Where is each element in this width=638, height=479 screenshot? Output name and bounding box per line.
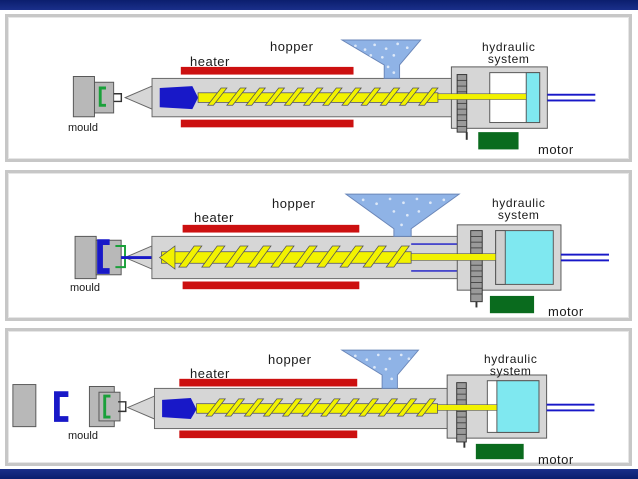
hydraulic-text: hydraulic	[482, 40, 536, 54]
heater-band-bottom	[179, 430, 358, 439]
hopper-label: hopper	[268, 352, 312, 367]
mould-label: mould	[68, 430, 98, 442]
system-text: system	[489, 364, 532, 378]
mould-moving-half	[12, 384, 37, 428]
hopper-pellets	[354, 42, 409, 74]
stage-3-diagram: heater hopper hydraulic system motor mou…	[5, 328, 632, 466]
motor-label: motor	[548, 304, 584, 319]
screw-flights	[178, 245, 410, 268]
motor-block	[489, 295, 535, 314]
heater-label: heater	[190, 366, 230, 381]
hopper-funnel	[340, 39, 422, 79]
nozzle	[126, 395, 155, 420]
system-text: system	[497, 208, 540, 222]
hydraulic-text: hydraulic	[492, 196, 546, 210]
hopper-funnel	[340, 349, 420, 389]
hydraulic-label: hydraulic system	[482, 41, 535, 65]
hopper-label: hopper	[272, 196, 316, 211]
injection-machine-illustration	[72, 39, 596, 150]
ram-rod	[410, 253, 496, 261]
mould-label: mould	[70, 282, 100, 294]
stage-1-diagram: heater hopper hydraulic system motor mou…	[5, 14, 632, 162]
hydraulic-label: hydraulic system	[484, 353, 537, 377]
mould	[88, 386, 127, 428]
hydraulic-piston	[496, 380, 540, 433]
molten-plastic	[162, 397, 197, 419]
slide-top-bar	[0, 0, 638, 10]
drive-gear	[470, 230, 483, 303]
mould	[74, 235, 126, 280]
hopper-funnel	[344, 193, 461, 237]
system-text: system	[487, 52, 530, 66]
motor-label: motor	[538, 142, 574, 157]
hydraulic-text: hydraulic	[484, 352, 538, 366]
drive-gear	[456, 382, 467, 443]
hopper-label: hopper	[270, 39, 314, 54]
motor-label: motor	[538, 452, 574, 467]
slide-bottom-bar	[0, 469, 638, 479]
heater-band-top	[179, 378, 358, 387]
ram-rod	[437, 404, 498, 411]
heater-band-bottom	[180, 119, 354, 128]
hopper-pellets	[353, 353, 411, 381]
ram-rod	[437, 93, 527, 100]
heater-band-top	[180, 66, 354, 75]
mould-label: mould	[68, 122, 98, 134]
ejected-part	[54, 391, 69, 422]
heater-label: heater	[194, 210, 234, 225]
hopper-pellets	[361, 197, 446, 227]
injection-machine-illustration	[74, 193, 609, 314]
injection-machine-illustration	[12, 349, 595, 460]
nozzle	[123, 85, 153, 110]
hydraulic-piston	[525, 72, 541, 124]
screw-flights	[206, 87, 439, 106]
heater-band-top	[182, 224, 360, 233]
mould	[72, 76, 123, 118]
hydraulic-label: hydraulic system	[492, 197, 545, 221]
screw-flights	[205, 398, 437, 417]
motor-block	[478, 132, 519, 150]
stage-2-diagram: heater hopper hydraulic system motor mou…	[5, 170, 632, 321]
molten-plastic	[159, 86, 199, 110]
heater-label: heater	[190, 54, 230, 69]
motor-block	[475, 443, 524, 460]
heater-band-bottom	[182, 281, 360, 290]
